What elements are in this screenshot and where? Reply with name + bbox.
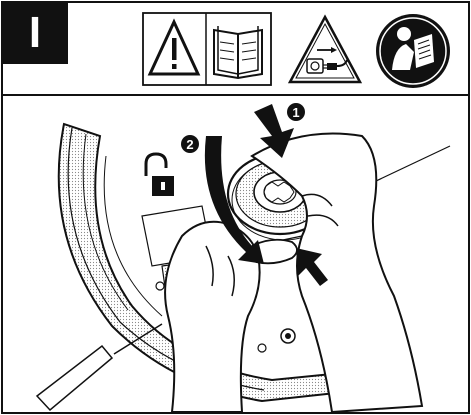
warning-and-manual-icons — [142, 12, 272, 86]
unplug-power-warning-icon — [287, 14, 363, 86]
read-instructions-person-icon — [374, 12, 452, 90]
panel-header: I — [2, 2, 468, 96]
padlock-open-icon — [146, 154, 174, 196]
svg-text:2: 2 — [186, 137, 193, 152]
hands-illustration — [165, 134, 422, 413]
read-manual-book-icon — [214, 26, 262, 78]
warning-triangle-icon — [150, 22, 198, 74]
step-label: I — [2, 2, 68, 64]
callout-2: 2 — [181, 135, 199, 153]
svg-text:1: 1 — [292, 105, 299, 120]
spool-removal-illustration: 1 2 — [2, 96, 468, 412]
callout-1: 1 — [287, 103, 305, 121]
